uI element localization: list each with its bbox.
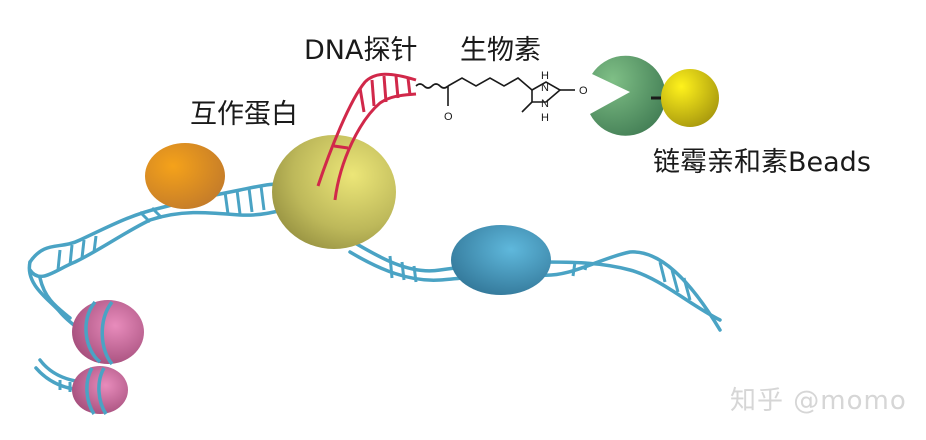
biotin-linker — [415, 77, 575, 113]
label-interacting-protein: 互作蛋白 — [190, 99, 298, 130]
biotin-atoms: O H N N H O — [444, 70, 588, 124]
watermark: 知乎 @momo — [730, 386, 907, 416]
label-streptavidin-beads: 链霉亲和素Beads — [653, 147, 871, 178]
label-dna-probe: DNA探针 — [304, 35, 418, 66]
streptavidin — [590, 55, 666, 136]
protein-orange — [145, 143, 225, 209]
interacting-protein-yellow — [272, 135, 396, 249]
nucleosome-2 — [72, 366, 128, 415]
ketone-o: O — [444, 111, 453, 123]
svg-text:H: H — [541, 70, 549, 82]
dna-probe — [316, 72, 417, 201]
dna-base-pairs — [56, 185, 692, 392]
svg-text:N: N — [541, 98, 549, 110]
svg-text:H: H — [541, 112, 549, 124]
nucleosome-1 — [72, 300, 144, 366]
magnetic-bead — [661, 69, 719, 127]
svg-text:N: N — [541, 82, 549, 94]
protein-blue — [451, 225, 551, 295]
carbonyl-o: O — [579, 85, 588, 97]
label-biotin: 生物素 — [460, 35, 541, 66]
